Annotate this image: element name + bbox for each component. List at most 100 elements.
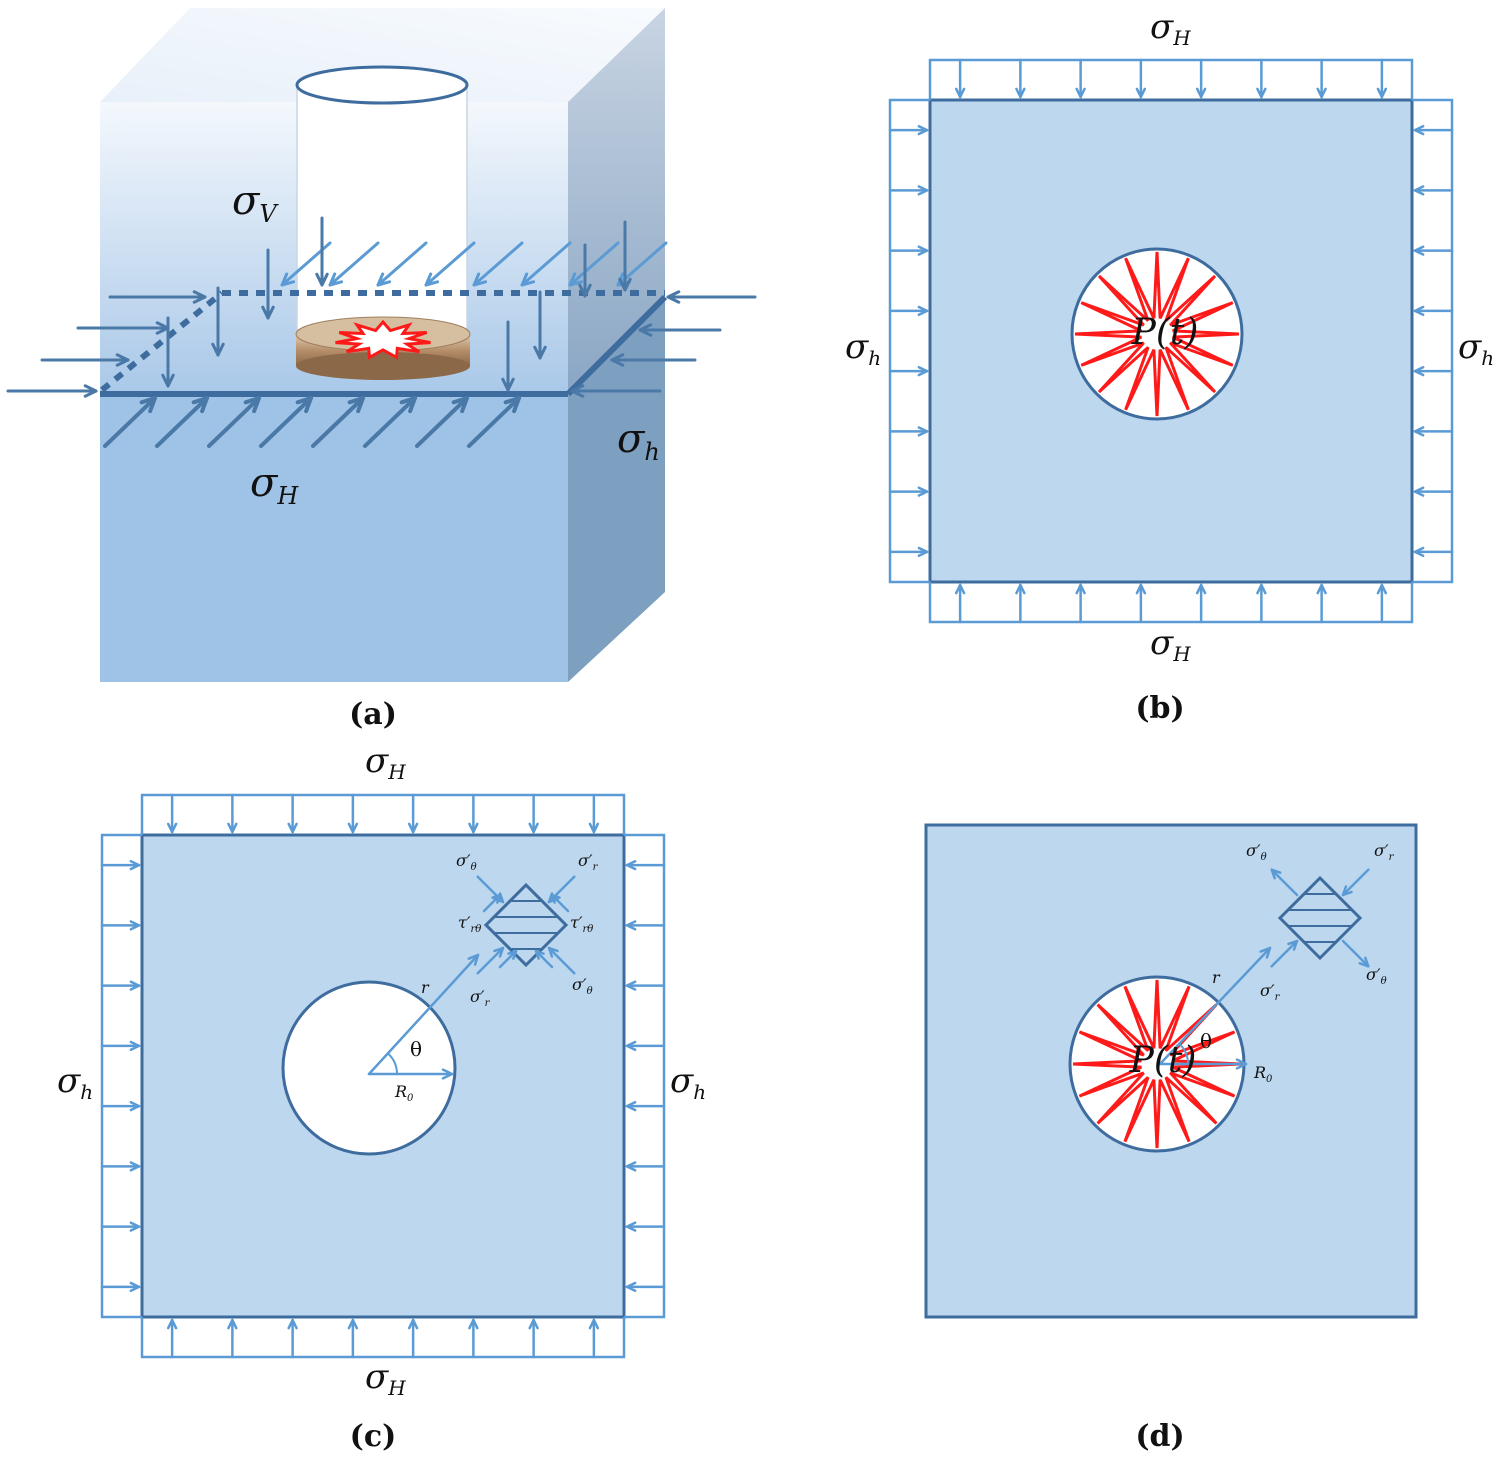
label-theta-c: θ <box>410 1037 422 1061</box>
panel-c-static-model: σH σH σh σh r θ R0 σ′θ σ′r τ′rθ τ′rθ σ′r… <box>57 741 706 1454</box>
sigma-H-arrow <box>415 396 469 448</box>
load-arrow-top <box>287 793 298 834</box>
load-arrow-right <box>625 1281 666 1293</box>
panel-b-plane-model: P(t) σH σH σh σh (b) <box>845 7 1494 726</box>
charge-rock-disc <box>295 316 471 380</box>
label-sigma-h-left-c: σh <box>57 1061 93 1104</box>
sigma-V-arrow <box>578 243 592 298</box>
load-arrow-top <box>954 58 966 99</box>
load-arrow-right <box>1413 365 1454 377</box>
load-arrow-right <box>1413 124 1454 136</box>
load-frame-left <box>100 833 142 1319</box>
load-arrow-left <box>888 365 929 377</box>
load-arrow-right <box>625 1100 666 1112</box>
load-arrow-right <box>1413 426 1454 437</box>
load-arrow-bottom <box>528 1318 539 1359</box>
label-sig-r-bl-c: σ′r <box>470 987 491 1009</box>
sigma-h-right-arrow <box>638 323 722 337</box>
block-top-face <box>100 8 665 102</box>
load-arrow-right <box>625 1221 666 1232</box>
label-sig-theta-br-c: σ′θ <box>572 975 593 997</box>
sigma-h-left-arrow <box>40 353 130 367</box>
sigma-H-back-arrow <box>376 241 428 287</box>
load-arrow-right <box>1413 185 1454 196</box>
label-sigma-H-bottom-b: σH <box>1150 623 1191 666</box>
load-arrow-bottom <box>954 583 966 624</box>
panel-c-load-arrows <box>100 793 666 1359</box>
load-frame-right <box>1412 98 1454 584</box>
sigma-H-back-arrow <box>520 241 572 287</box>
rock-disc-bottom <box>296 352 470 380</box>
tau-arrow <box>550 893 570 913</box>
load-arrow-right <box>625 920 666 931</box>
load-arrow-bottom <box>1015 583 1026 624</box>
load-arrow-left <box>888 486 929 497</box>
sigma-V-arrow <box>261 248 275 320</box>
sigma-V-arrow <box>501 320 515 392</box>
borehole-top-ellipse <box>295 65 469 105</box>
load-arrow-bottom <box>347 1318 359 1359</box>
block-front-lower <box>100 394 568 682</box>
load-arrow-top <box>1015 58 1026 99</box>
load-arrow-left <box>888 426 929 437</box>
label-sigma-h-a: σh <box>617 416 660 466</box>
plane-left-edge <box>100 290 224 393</box>
label-sigma-H-bottom-c: σH <box>365 1357 406 1400</box>
load-arrow-bottom <box>468 1318 479 1359</box>
load-arrow-left <box>888 245 929 256</box>
caption-d: (d) <box>1135 1419 1184 1454</box>
sigma-H-arrow <box>155 396 209 448</box>
load-arrow-left <box>888 185 929 196</box>
sigma-H-back-arrow <box>424 241 476 287</box>
load-frame-left <box>888 98 930 584</box>
label-sig-theta-tl-d: σ′θ <box>1246 841 1267 863</box>
panel-d-dynamic-model: P(t) r θ R0 σ′θ σ′r σ′r σ′θ (d) <box>924 823 1418 1454</box>
label-sigma-h-right-b: σh <box>1458 327 1494 370</box>
plane-right-edge <box>565 294 668 397</box>
load-arrow-left <box>100 1040 141 1052</box>
load-arrow-left <box>888 305 929 317</box>
label-pressure-b: P(t) <box>1131 312 1199 353</box>
theta-arc <box>1178 1042 1189 1065</box>
sigma-theta-arrow <box>1341 939 1370 968</box>
panel-a-3d-block: σV σH σh (a) <box>6 8 757 732</box>
load-arrow-top <box>1075 58 1086 99</box>
borehole-c <box>281 980 457 1156</box>
load-arrow-top <box>1316 58 1327 99</box>
stress-element-d <box>1270 868 1370 968</box>
label-sigma-h-left-b: σh <box>845 327 881 370</box>
load-frame-top <box>140 793 626 835</box>
explosion-icon <box>1074 251 1240 417</box>
explosion-icon <box>335 319 431 360</box>
load-arrow-bottom <box>1316 583 1327 624</box>
load-arrow-bottom <box>1195 583 1207 624</box>
load-arrow-left <box>100 1100 141 1112</box>
sigma-r-arrow <box>1270 939 1299 968</box>
stress-element-square <box>483 882 569 968</box>
sigma-theta-arrow <box>1270 868 1299 897</box>
load-arrow-bottom <box>1256 583 1267 624</box>
label-sig-r-tr-d: σ′r <box>1374 841 1395 863</box>
sigma-h-right-arrow <box>570 384 662 398</box>
load-arrow-right <box>1413 245 1454 256</box>
sigma-V-arrow <box>161 316 175 388</box>
load-arrow-left <box>888 546 929 558</box>
load-arrow-right <box>625 1161 666 1172</box>
sigma-H-arrow <box>103 396 157 448</box>
label-r-c: r <box>421 978 430 997</box>
load-arrow-right <box>1413 305 1454 317</box>
sigma-H-back-arrow <box>568 241 620 287</box>
caption-c: (c) <box>350 1419 397 1454</box>
label-R0-c: R0 <box>394 1082 414 1104</box>
sigma-H-back-arrow <box>328 241 380 287</box>
load-arrow-left <box>100 920 141 931</box>
label-tau-right-c: τ′rθ <box>570 913 593 935</box>
label-pressure-d: P(t) <box>1129 1040 1197 1081</box>
sigma-H-back-arrow <box>472 241 524 287</box>
label-tau-left-c: τ′rθ <box>458 913 481 935</box>
sigma-V-arrow <box>533 290 547 360</box>
tau-arrow <box>482 893 502 913</box>
load-arrow-bottom <box>1075 583 1086 624</box>
